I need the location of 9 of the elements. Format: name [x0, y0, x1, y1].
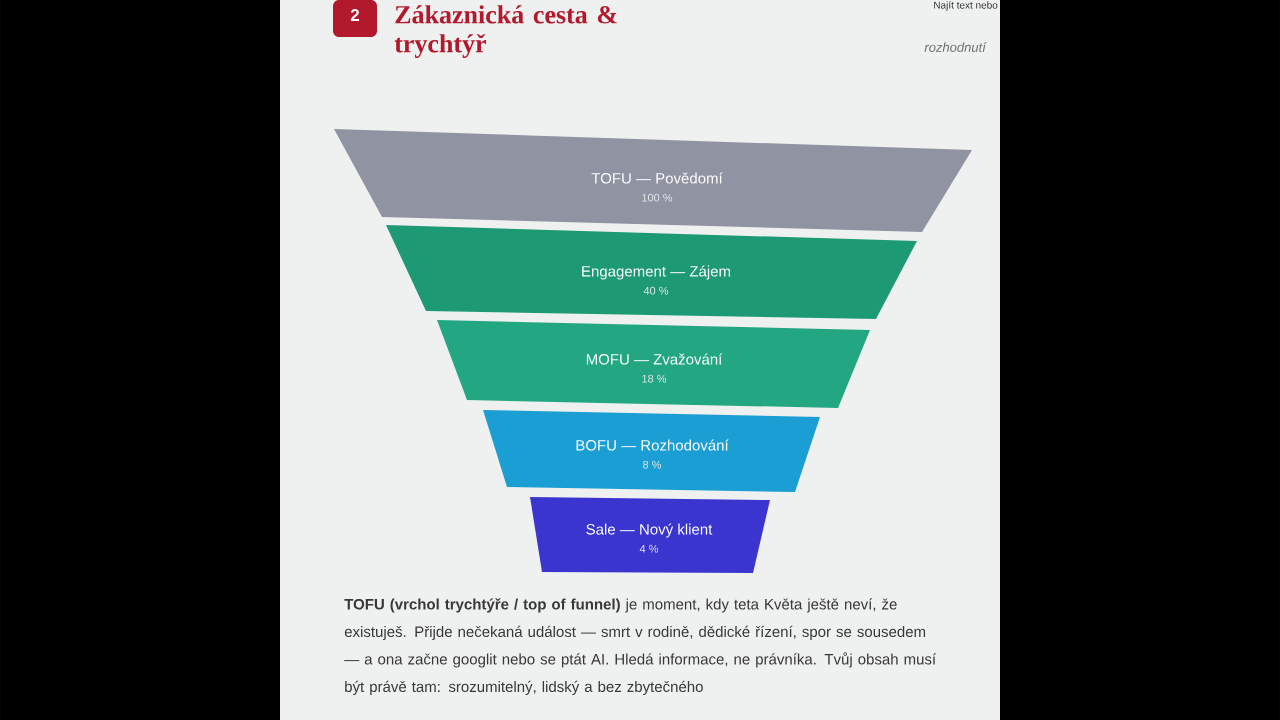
funnel-stage: Engagement — Zájem 40 %: [386, 225, 917, 319]
funnel-stage: BOFU — Rozhodování 8 %: [483, 410, 820, 492]
body-paragraph: TOFU (vrchol trychtýře / top of funnel) je moment, kdy teta Květa ještě neví, že existuješ. Přijde nečekaná událost — smrt v rodině, dědické řízení, spor se sousedem — a ona začne googlit nebo se ptát AI. Hledá informace, ne právníka. Tvůj obsah musí být právě tam: srozumitelný, lidský a bez zbytečného: [344, 598, 936, 695]
search-hint-text: Najít text nebo: [934, 1, 998, 11]
funnel-stage: MOFU — Zvažování 18 %: [437, 320, 870, 408]
section-title: Zákaznická cesta & trychtýř: [394, 5, 617, 58]
side-note: rozhodnutí: [924, 42, 987, 52]
funnel-stage: TOFU — Povědomí 100 %: [334, 129, 972, 232]
number-badge: 2: [333, 0, 377, 37]
